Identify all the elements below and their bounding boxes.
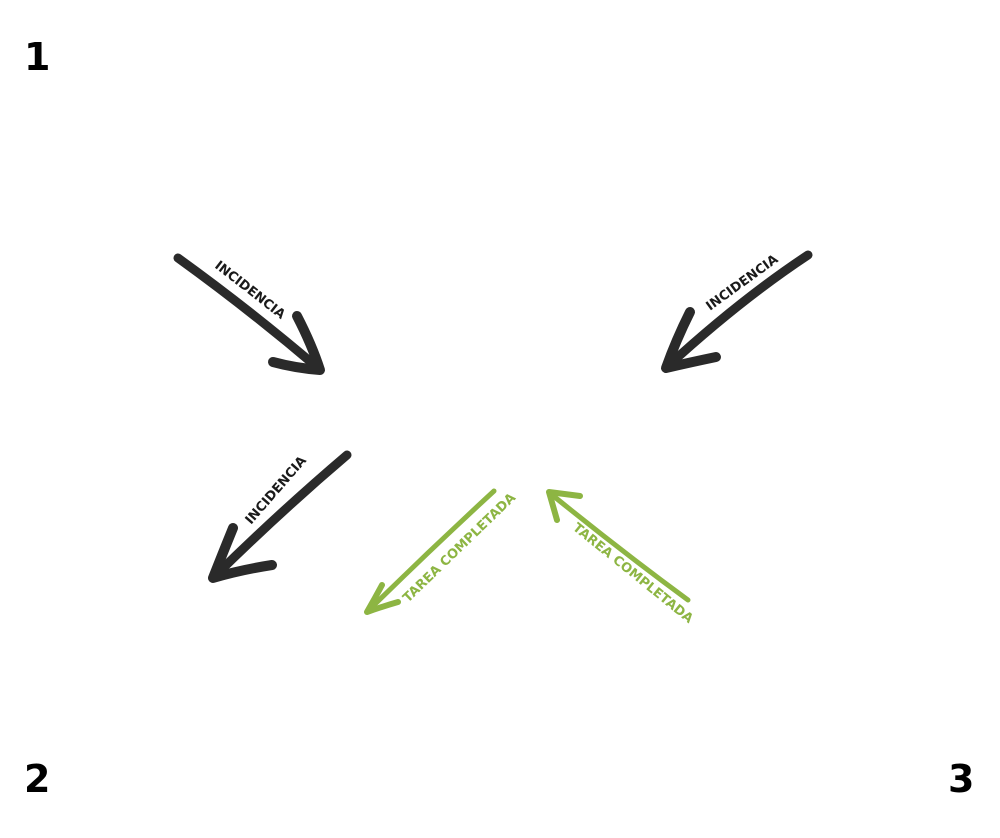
incidencia-arrow-bottom-left: INCIDENCIA xyxy=(208,450,352,583)
corner-number-3: 3 xyxy=(948,757,975,801)
arrow-shaft xyxy=(366,488,497,613)
tarea-arrow-right: TAREA COMPLETADA xyxy=(546,489,696,627)
arrow-head xyxy=(661,307,721,373)
arrow-head xyxy=(546,489,583,523)
arrow-shaft xyxy=(173,253,323,373)
arrow-shaft xyxy=(210,450,352,581)
incidencia-arrow-top-left: INCIDENCIA xyxy=(173,253,325,375)
arrow-shaft xyxy=(663,250,813,371)
corner-number-2: 2 xyxy=(24,757,51,801)
incidencia-arrow-top-right: INCIDENCIA xyxy=(661,250,813,373)
arrow-shaft xyxy=(548,491,691,603)
arrow-head xyxy=(364,582,401,615)
arrow-label: TAREA COMPLETADA xyxy=(400,491,519,606)
corner-number-1: 1 xyxy=(24,35,51,79)
arrow-label: TAREA COMPLETADA xyxy=(569,520,695,626)
arrow-head xyxy=(268,311,325,375)
tarea-arrow-left: TAREA COMPLETADA xyxy=(364,488,519,615)
arrow-head xyxy=(208,523,277,583)
